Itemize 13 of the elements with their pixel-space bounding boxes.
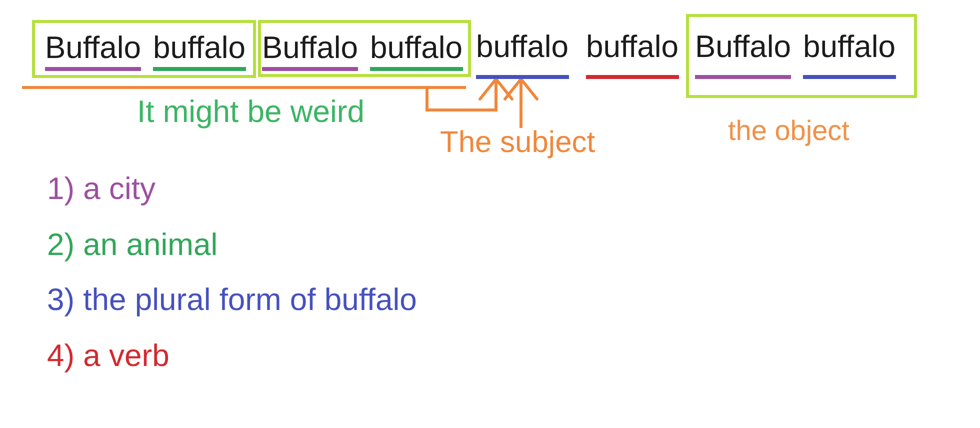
note-text: It might be weird: [137, 96, 364, 127]
annotation-text: The subject: [440, 128, 596, 158]
word-group-box: [686, 14, 917, 98]
legend-text: 4) a verb: [47, 340, 170, 370]
bracket-line: [22, 86, 466, 89]
word-group-box: [32, 20, 256, 78]
legend-text: 2) an animal: [47, 228, 218, 260]
legend-text: 3) the plural form of buffalo: [47, 284, 417, 315]
arrow: [426, 78, 514, 112]
word-group-box: [258, 20, 471, 77]
arrow: [504, 78, 538, 128]
legend-text: 1) a city: [47, 173, 156, 204]
caption-text: the object: [728, 117, 850, 145]
